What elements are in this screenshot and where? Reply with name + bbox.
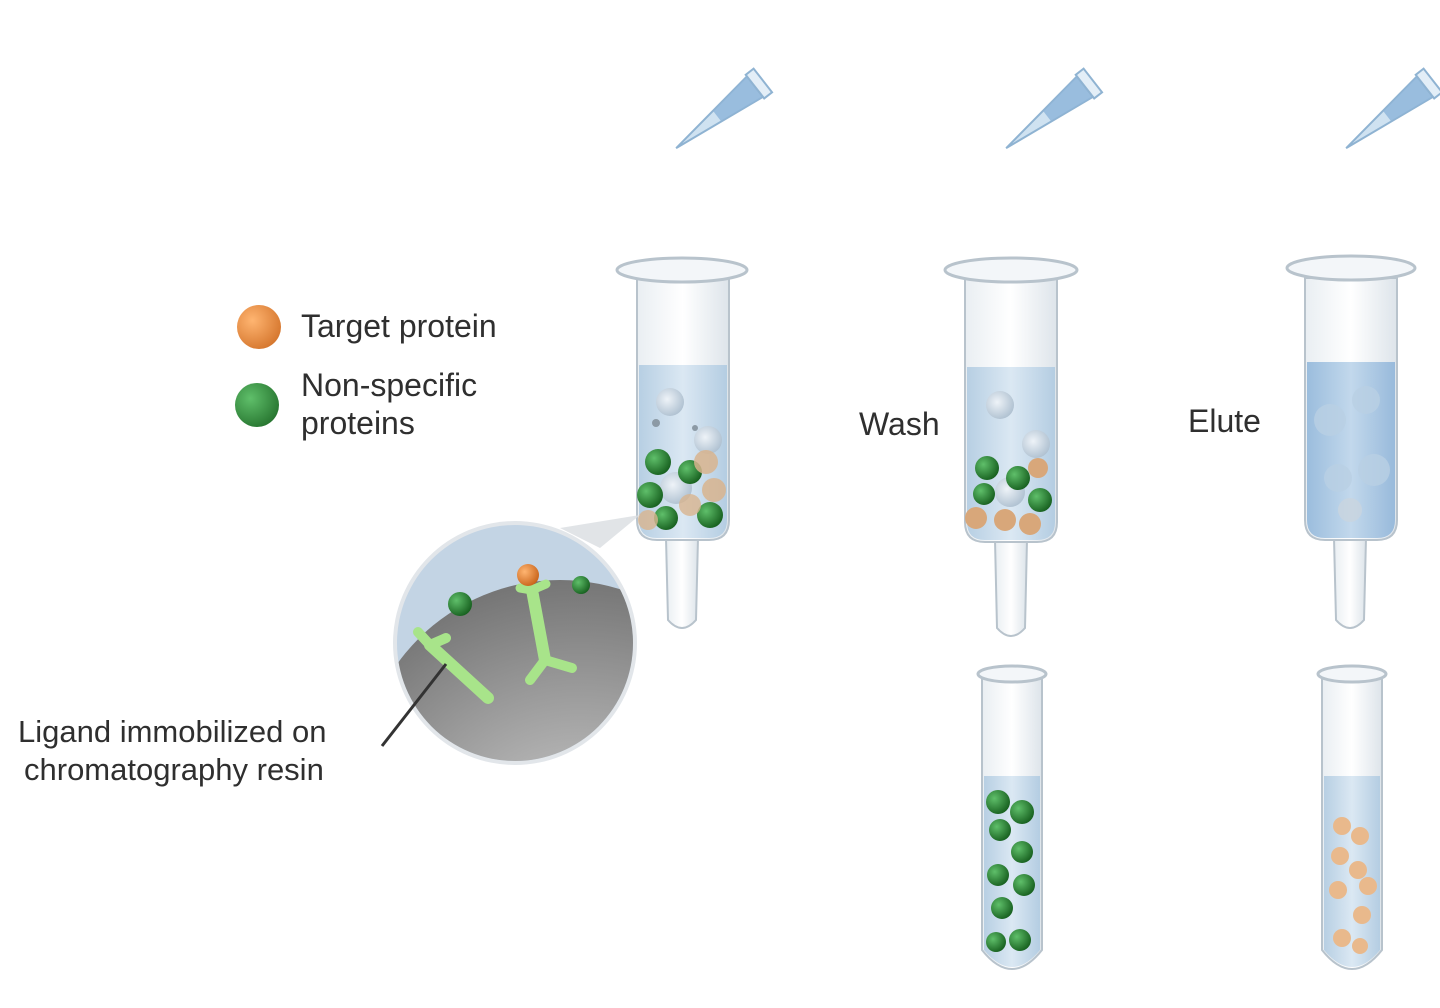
unbound-protein bbox=[572, 576, 590, 594]
ligand-label-line1: Ligand immobilized on bbox=[18, 714, 327, 749]
collection-tube-icon bbox=[976, 664, 1048, 970]
ligand-label-line2: chromatography resin bbox=[24, 752, 324, 787]
pipette-icon bbox=[1345, 67, 1440, 150]
bound-target-protein bbox=[517, 564, 539, 586]
magnifier-beam bbox=[560, 515, 640, 548]
magnifier-icon bbox=[393, 521, 637, 765]
pipette-icon bbox=[675, 67, 774, 150]
ligand-label: Ligand immobilized on chromatography res… bbox=[18, 713, 326, 789]
nonspecific-protein-legend-icon bbox=[235, 383, 279, 427]
legend-nonspecific-line2: proteins bbox=[301, 405, 415, 441]
unbound-protein bbox=[448, 592, 472, 616]
wash-step-label: Wash bbox=[859, 406, 940, 442]
spin-column-icon bbox=[615, 256, 749, 629]
elute-step-label: Elute bbox=[1188, 403, 1261, 439]
legend-nonspecific-label: Non-specific proteins bbox=[301, 366, 477, 442]
target-protein-legend-icon bbox=[237, 305, 281, 349]
legend-nonspecific-line1: Non-specific bbox=[301, 367, 478, 403]
legend-target-label: Target protein bbox=[301, 308, 497, 344]
spin-column-icon bbox=[943, 256, 1079, 637]
resin-beads bbox=[637, 388, 726, 530]
collection-tube-icon bbox=[1316, 664, 1388, 970]
pipette-icon bbox=[1005, 67, 1104, 150]
ligand-pointer-line bbox=[380, 663, 448, 747]
spin-column-icon bbox=[1285, 254, 1417, 629]
